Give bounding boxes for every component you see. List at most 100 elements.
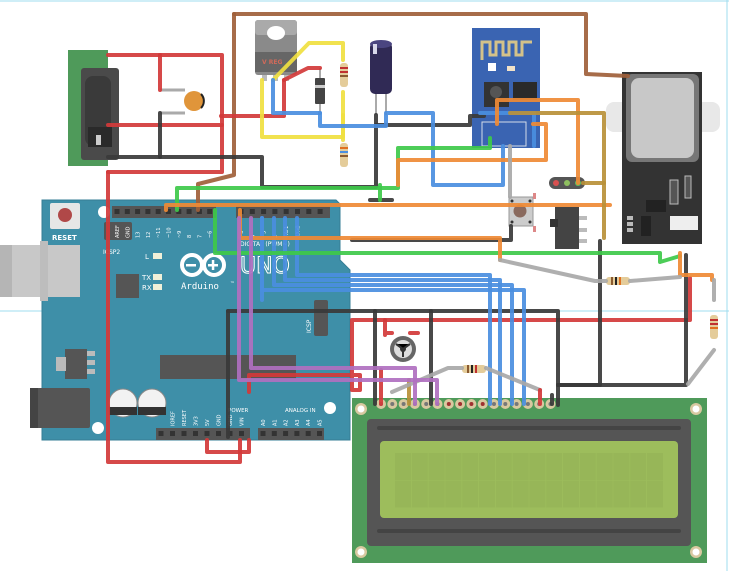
- led-label-rx: RX: [142, 284, 152, 292]
- digital-pin[interactable]: [145, 209, 151, 214]
- arduino-logo-text: Arduino: [181, 282, 219, 292]
- resistor[interactable]: [710, 315, 718, 339]
- grey-wire[interactable]: [686, 278, 716, 386]
- lcd-16x2[interactable]: [352, 398, 707, 563]
- resistor[interactable]: [606, 277, 630, 285]
- voltage-regulator[interactable]: V REG: [255, 20, 297, 81]
- icsp2-header: [104, 222, 132, 240]
- power-pin[interactable]: [216, 431, 221, 436]
- led-tx: [153, 274, 162, 280]
- resistor[interactable]: [340, 63, 348, 87]
- power-pin-label: 3V3: [194, 416, 200, 426]
- analog-label: ANALOG IN: [285, 408, 316, 414]
- power-wire[interactable]: [282, 66, 322, 82]
- ground-wire[interactable]: [556, 239, 602, 387]
- brown-wire[interactable]: [232, 12, 630, 78]
- lcd-character-cell: [630, 480, 647, 508]
- diode[interactable]: [315, 68, 325, 112]
- purple-wire[interactable]: [249, 216, 417, 406]
- digital-pin[interactable]: [114, 209, 120, 214]
- digital-pin[interactable]: [306, 209, 312, 214]
- digital-pin[interactable]: [124, 209, 130, 214]
- digital-pin[interactable]: [135, 209, 141, 214]
- lcd-pin-hole: [424, 402, 429, 406]
- orange-wire[interactable]: [396, 122, 548, 187]
- lcd-pin-hole: [514, 402, 519, 406]
- power-wire[interactable]: [383, 318, 420, 337]
- ground-wire[interactable]: [226, 309, 560, 407]
- analog-pin-label: A2: [284, 419, 290, 426]
- digital-pin[interactable]: [196, 209, 202, 214]
- analog-pin[interactable]: [283, 431, 289, 436]
- power-pin[interactable]: [170, 431, 175, 436]
- digital-pin[interactable]: [186, 209, 192, 214]
- resistor[interactable]: [462, 365, 486, 373]
- orange-wire[interactable]: [164, 203, 612, 212]
- analog-pin[interactable]: [271, 431, 277, 436]
- digital-pin[interactable]: [283, 209, 289, 214]
- digital-pin[interactable]: [272, 209, 278, 214]
- lcd-character-cell: [495, 480, 512, 508]
- blue-wire[interactable]: [295, 216, 492, 406]
- analog-pin[interactable]: [294, 431, 300, 436]
- analog-pin[interactable]: [317, 431, 322, 436]
- analog-pin[interactable]: [260, 431, 266, 436]
- digital-pin-label: AREF: [115, 225, 121, 238]
- lcd-character-cell: [428, 453, 445, 480]
- lcd-character-cell: [512, 453, 529, 480]
- power-wire[interactable]: [106, 53, 224, 127]
- lcd-character-cell: [395, 453, 411, 480]
- tactile-pushbutton[interactable]: [508, 193, 536, 232]
- blue-wire[interactable]: [271, 78, 322, 115]
- dc-barrel-jack[interactable]: [68, 50, 119, 166]
- fingerprint-sensor[interactable]: [606, 72, 720, 244]
- orange-wire[interactable]: [495, 98, 580, 185]
- power-pin[interactable]: [239, 431, 244, 436]
- brown-wire[interactable]: [196, 12, 236, 212]
- lcd-pin-hole: [458, 402, 463, 406]
- lcd-pin-hole: [480, 402, 485, 406]
- power-wire[interactable]: [247, 276, 692, 394]
- ground-wire[interactable]: [374, 114, 486, 127]
- power-pin[interactable]: [158, 431, 164, 436]
- digital-pin[interactable]: [261, 209, 267, 214]
- digital-pin[interactable]: [249, 209, 255, 214]
- ground-wire[interactable]: [373, 309, 433, 406]
- ground-wire[interactable]: [556, 253, 688, 387]
- digital-pin[interactable]: [166, 209, 171, 214]
- slide-switch[interactable]: [550, 207, 587, 249]
- trimmer-potentiometer[interactable]: [390, 336, 416, 362]
- green-wire[interactable]: [213, 208, 682, 264]
- resistor[interactable]: [340, 143, 348, 167]
- digital-pin-label: ~9: [177, 231, 183, 238]
- grey-wire[interactable]: [498, 258, 682, 283]
- grey-wire[interactable]: [390, 366, 542, 394]
- analog-header[interactable]: [258, 428, 324, 440]
- power-wire[interactable]: [205, 438, 251, 454]
- yellow-wire[interactable]: [271, 41, 345, 82]
- digital-pin[interactable]: [176, 209, 182, 214]
- power-pin[interactable]: [193, 431, 198, 436]
- digital-pin[interactable]: [155, 209, 161, 214]
- electrolytic-capacitor[interactable]: [370, 40, 392, 115]
- power-wire[interactable]: [106, 123, 224, 174]
- digital-pin[interactable]: [207, 209, 213, 214]
- blue-wire[interactable]: [318, 111, 505, 187]
- board-regulator: [65, 349, 87, 379]
- digital-pin[interactable]: [295, 209, 300, 214]
- blue-wire[interactable]: [283, 216, 502, 406]
- esp8266-module[interactable]: [472, 28, 540, 148]
- ceramic-capacitor[interactable]: [160, 88, 205, 115]
- power-wire[interactable]: [219, 78, 286, 118]
- analog-pin[interactable]: [305, 431, 311, 436]
- power-pin[interactable]: [181, 431, 187, 436]
- power-pin[interactable]: [204, 431, 210, 436]
- digital-pin[interactable]: [317, 209, 323, 214]
- lcd-character-cell: [445, 453, 462, 480]
- purple-wire[interactable]: [237, 216, 439, 406]
- mustard-wire[interactable]: [508, 111, 606, 240]
- orange-wire[interactable]: [678, 251, 714, 282]
- lcd-character-cell: [395, 480, 411, 508]
- power-label: POWER: [228, 408, 249, 414]
